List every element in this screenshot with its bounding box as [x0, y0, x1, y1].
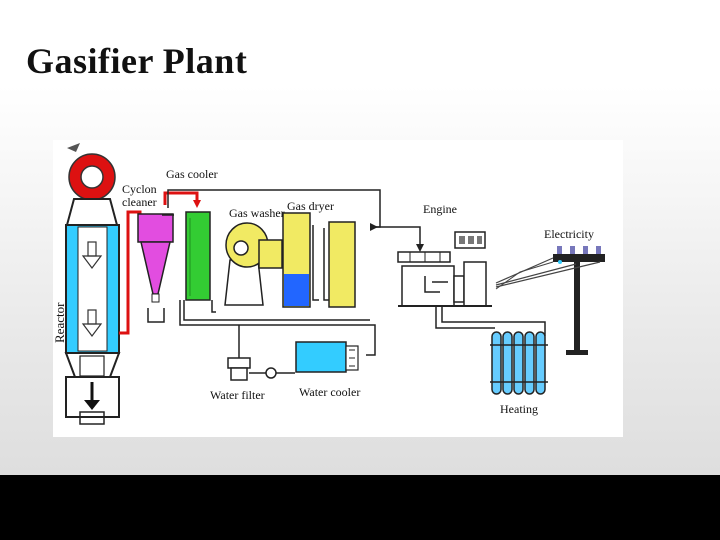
gas-washer-label: Gas washer	[229, 206, 285, 220]
cleaner-label: cleaner	[122, 195, 157, 209]
engine-label: Engine	[423, 202, 457, 216]
slide-title: Gasifier Plant	[26, 41, 248, 81]
reactor-label: Reactor	[52, 302, 67, 343]
heating-label: Heating	[500, 402, 538, 416]
water-cooler-label: Water cooler	[299, 385, 360, 399]
water-filter-label: Water filter	[210, 388, 265, 402]
heating-radiator	[490, 331, 548, 395]
gas-washer	[224, 222, 283, 306]
engine-generator	[397, 231, 492, 307]
reactor	[64, 143, 121, 425]
cyclon-label: Cyclon	[122, 182, 157, 196]
electricity-pylon	[495, 246, 605, 355]
gas-cooler	[185, 211, 211, 301]
heating-pipes	[435, 306, 546, 336]
gas-cooler-label: Gas cooler	[166, 167, 218, 181]
gas-dryer-label: Gas dryer	[287, 199, 334, 213]
engine-inlet-arrow	[416, 244, 424, 252]
cyclone-cleaner	[137, 213, 174, 323]
water-filter	[227, 357, 277, 381]
bottom-bar	[0, 475, 720, 540]
gas-dryer	[282, 212, 356, 308]
gas-line-arrow	[370, 223, 378, 231]
electricity-label: Electricity	[544, 227, 594, 241]
gas-cooler-inlet-arrow	[193, 200, 201, 208]
water-cooler	[295, 341, 359, 373]
